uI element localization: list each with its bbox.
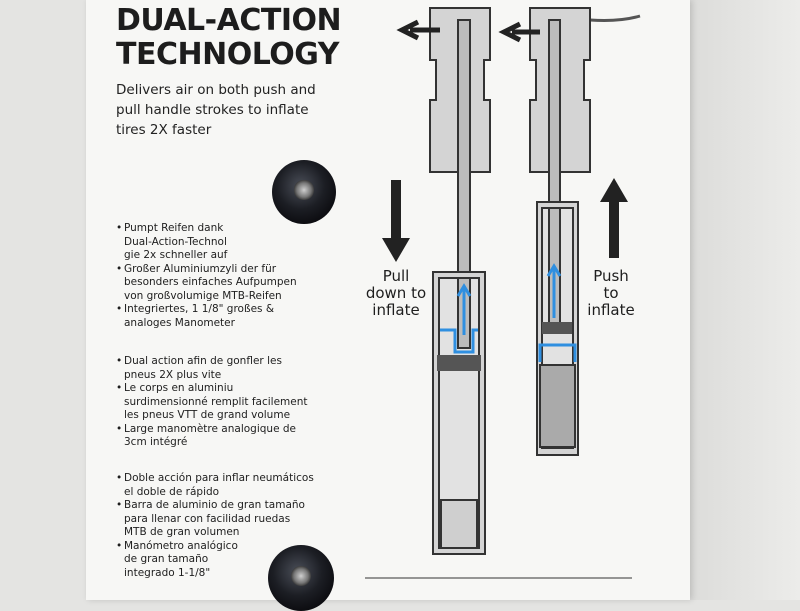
bullet-line: analoges Manometer [124, 316, 235, 329]
pull-label-line: Pull [382, 267, 410, 285]
bullet-line: Barra de aluminio de gran tamaño [124, 499, 305, 511]
bullet-line: les pneus VTT de grand volume [124, 409, 291, 421]
bullet-line: para llenar con facilidad ruedas [124, 512, 291, 525]
hose-outlet [589, 14, 641, 22]
arrow-left-icon [396, 19, 440, 41]
bullet-line: Doble acción para inflar neumáticos [124, 472, 314, 484]
air-flow-right [538, 263, 577, 362]
bullet-line: Dual action afin de gonfler les [124, 355, 282, 367]
pump-rod-right [548, 19, 561, 211]
bullet-line: el doble de rápido [124, 485, 220, 498]
bullet-line: MTB de gran volumen [124, 526, 240, 538]
bullet-line: Large manomètre analogique de [124, 422, 296, 435]
push-label-line: to [603, 284, 619, 302]
bullet-line: Pumpt Reifen dank [124, 222, 224, 234]
pump-rod-left [457, 19, 471, 279]
bullet-line: Manómetro analógico [124, 539, 238, 552]
bullet-line: pneus 2X plus vite [124, 368, 222, 381]
push-label-line: inflate [587, 301, 635, 319]
bullet-line: 3cm intégré [124, 436, 188, 448]
bullet-line: Dual-Action-Technol [124, 235, 227, 248]
bullet-line: Großer Aluminiumzyli der für [124, 262, 277, 275]
pull-label: Pull down to inflate [356, 268, 436, 319]
push-label-line: Push [593, 267, 629, 285]
bullet-line: von großvolumige MTB-Reifen [124, 289, 282, 302]
bullet-line: surdimensionné remplit facilement [124, 395, 308, 408]
bullet-item: Pumpt Reifen dankDual-Action-Technolgie … [116, 222, 297, 263]
bullet-line: besonders einfaches Aufpumpen [124, 276, 297, 288]
bullet-line: Le corps en aluminiu [124, 382, 234, 394]
title-line-1: DUAL-ACTION [116, 3, 342, 38]
bullets-german: Pumpt Reifen dankDual-Action-Technolgie … [116, 222, 297, 330]
bullet-item: Integriertes, 1 1/8" großes &analoges Ma… [116, 303, 297, 330]
mounting-knob [272, 160, 336, 224]
pump-pull [429, 7, 491, 555]
pull-label-line: inflate [372, 301, 420, 319]
bullet-line: integrado 1-1/8" [124, 566, 211, 579]
subtitle: Delivers air on both push and pull handl… [116, 82, 316, 138]
bullet-line: gie 2x schneller auf [124, 249, 228, 261]
bullet-line: de gran tamaño [124, 553, 209, 565]
background-wall [690, 0, 800, 600]
bullet-line: Integriertes, 1 1/8" großes & [124, 303, 275, 315]
air-flow-left [440, 283, 478, 354]
push-label: Push to inflate [576, 268, 646, 319]
page-title: DUAL-ACTION TECHNOLOGY [116, 3, 342, 72]
pump-push [529, 7, 641, 456]
title-line-2: TECHNOLOGY [116, 37, 339, 72]
pull-label-line: down to [365, 284, 427, 302]
arrow-left-icon-2 [498, 21, 540, 43]
